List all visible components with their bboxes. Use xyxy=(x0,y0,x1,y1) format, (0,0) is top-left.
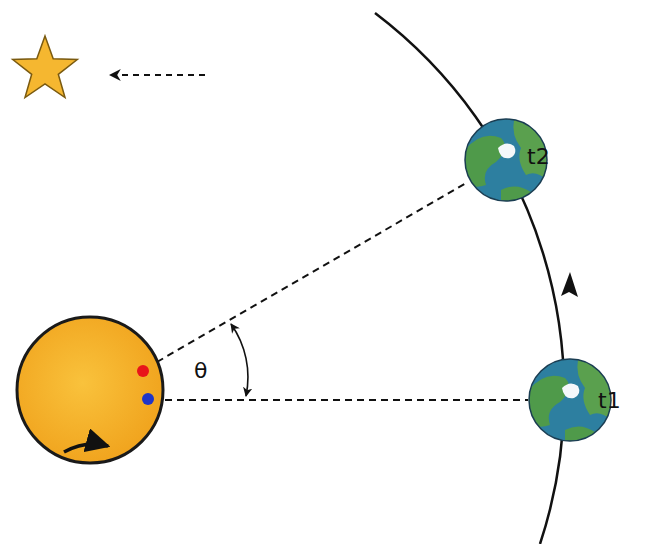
red-spot xyxy=(137,365,149,377)
rotation-arrow xyxy=(64,444,108,452)
sun xyxy=(17,317,163,463)
angle-arc xyxy=(231,324,248,396)
blue-spot xyxy=(142,393,154,405)
sight-line-t2 xyxy=(157,182,468,362)
time-label: t1 xyxy=(598,390,621,412)
sight-line-t1 xyxy=(165,399,528,401)
orbit-arrow xyxy=(561,272,578,297)
star xyxy=(13,36,78,98)
orbit xyxy=(375,13,564,544)
star-direction-arrow xyxy=(110,74,205,76)
angle-label: θ xyxy=(194,360,207,382)
time-label: t2 xyxy=(527,146,550,168)
